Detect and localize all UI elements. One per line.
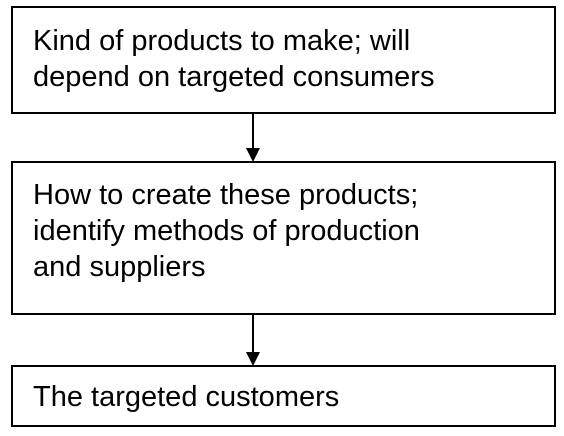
box-text-line: How to create these products;	[33, 179, 419, 211]
box-text-line: and suppliers	[33, 251, 206, 283]
box-text-line: identify methods of production	[33, 215, 420, 247]
box-text-line: depend on targeted consumers	[33, 61, 435, 93]
flow-box-targeted-customers: The targeted customers	[11, 365, 556, 427]
box-text-line: Kind of products to make; will	[33, 25, 411, 57]
arrow-1-to-2	[246, 114, 260, 162]
arrow-2-to-3	[246, 315, 260, 366]
flow-box-product-kind: Kind of products to make; will depend on…	[11, 6, 556, 114]
flow-box-production-methods: How to create these products; identify m…	[11, 161, 556, 315]
box-text-line: The targeted customers	[33, 381, 340, 413]
